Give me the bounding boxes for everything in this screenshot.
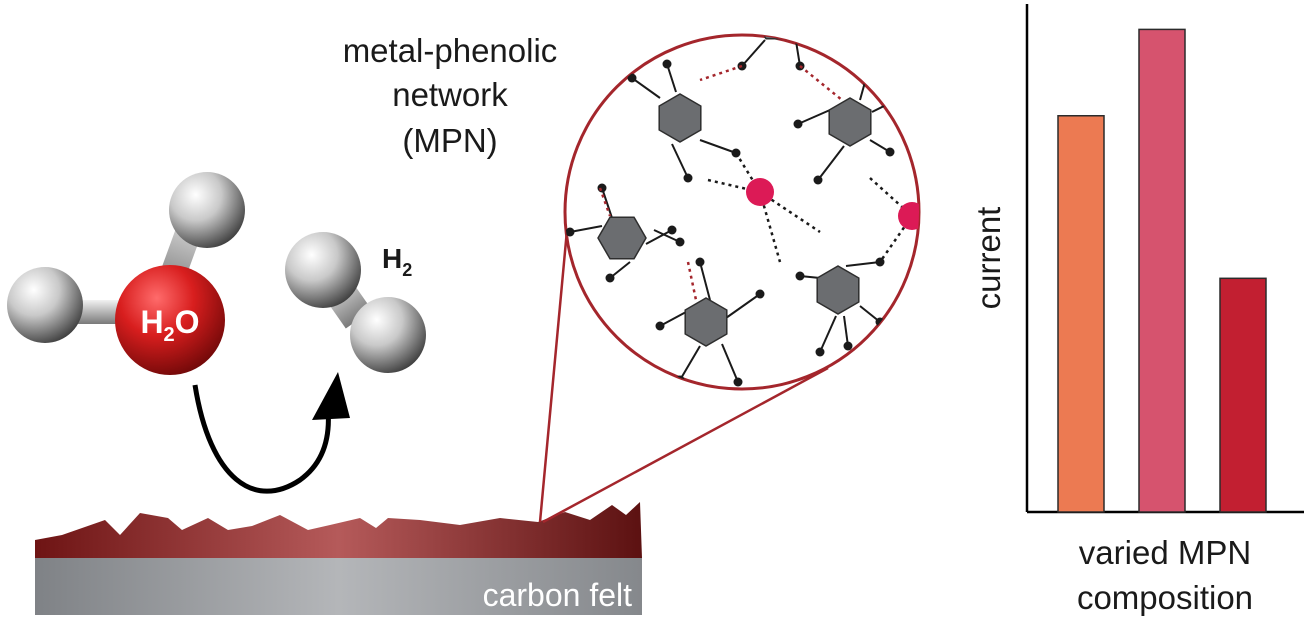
bond [819,315,837,353]
water-molecule: H2O [7,172,245,375]
zoom-line [538,229,569,523]
h2o-label: H2O [140,304,199,346]
atom [655,321,665,331]
mpn-label-line1: metal-phenolic [343,32,558,69]
y-axis-label: current [970,207,1007,310]
atom [597,183,607,193]
phenolic-ring [597,216,647,260]
bar [1138,28,1186,513]
atom [815,347,825,357]
zoom-line [542,366,829,524]
coordination-bond [759,190,821,234]
hydrogen-atom [7,267,83,343]
bond [671,143,689,179]
carbon-felt-label: carbon felt [483,577,633,613]
hydrogen-atom [350,297,426,373]
bond [845,261,881,267]
atom [565,227,575,237]
bond [631,77,661,99]
phenolic-ring [684,297,728,347]
phenolic-ring [658,93,702,143]
bond [797,109,831,125]
mpn-label-line2: network [392,76,508,113]
hydrogen-molecule [285,232,426,373]
bar [1057,115,1105,513]
bond [653,229,681,243]
coordination-bond [799,65,843,101]
atom [627,73,637,83]
atom [793,119,803,129]
atom [813,175,823,185]
bond [601,187,613,219]
coordination-bond [869,177,913,217]
reaction-arrowhead [312,372,350,420]
coordination-bond [734,152,762,193]
coordination-bond [598,187,612,217]
atom [755,289,765,299]
x-axis-label-line1: varied MPN [1079,534,1251,571]
metal-node [898,202,919,230]
reaction-arrow [192,384,331,494]
bar [1219,277,1267,513]
bond [699,139,737,154]
metal-node [746,178,774,206]
hydrogen-atom [169,172,245,248]
x-axis-label-line2: composition [1077,579,1253,616]
carbon-felt [35,558,642,615]
current-bar-chart: current varied MPN composition [970,4,1304,616]
coordination-bond [758,191,782,263]
atom [895,93,905,103]
bond [817,145,845,181]
zoom-circle [563,33,921,391]
atom [605,273,615,283]
bond [843,315,849,347]
atom [675,237,685,247]
atom [662,59,672,69]
mpn-label-line3: (MPN) [402,122,497,159]
phenolic-ring [816,265,860,315]
atom [733,377,743,387]
atom [885,147,895,157]
phenolic-ring [828,97,872,147]
atom [683,173,693,183]
bond [679,345,701,381]
bond [659,311,687,327]
oxygen-atom [115,265,225,375]
mpn-network [565,35,919,387]
atom [695,257,705,267]
atom [667,225,677,235]
hydrogen-atom [285,232,361,308]
bond [666,63,677,93]
atom [843,341,853,351]
coordination-bond [699,64,743,82]
bond [741,39,766,67]
atom [865,59,875,69]
bond [725,293,761,319]
bond [569,225,603,233]
bond [721,343,739,383]
bond [699,261,711,301]
electrode: carbon felt [35,502,642,615]
h2-label: H2 [382,243,412,280]
bond [645,229,673,245]
atom [795,271,805,281]
mpn-coating [35,502,642,558]
phenolic-ring [753,35,803,40]
